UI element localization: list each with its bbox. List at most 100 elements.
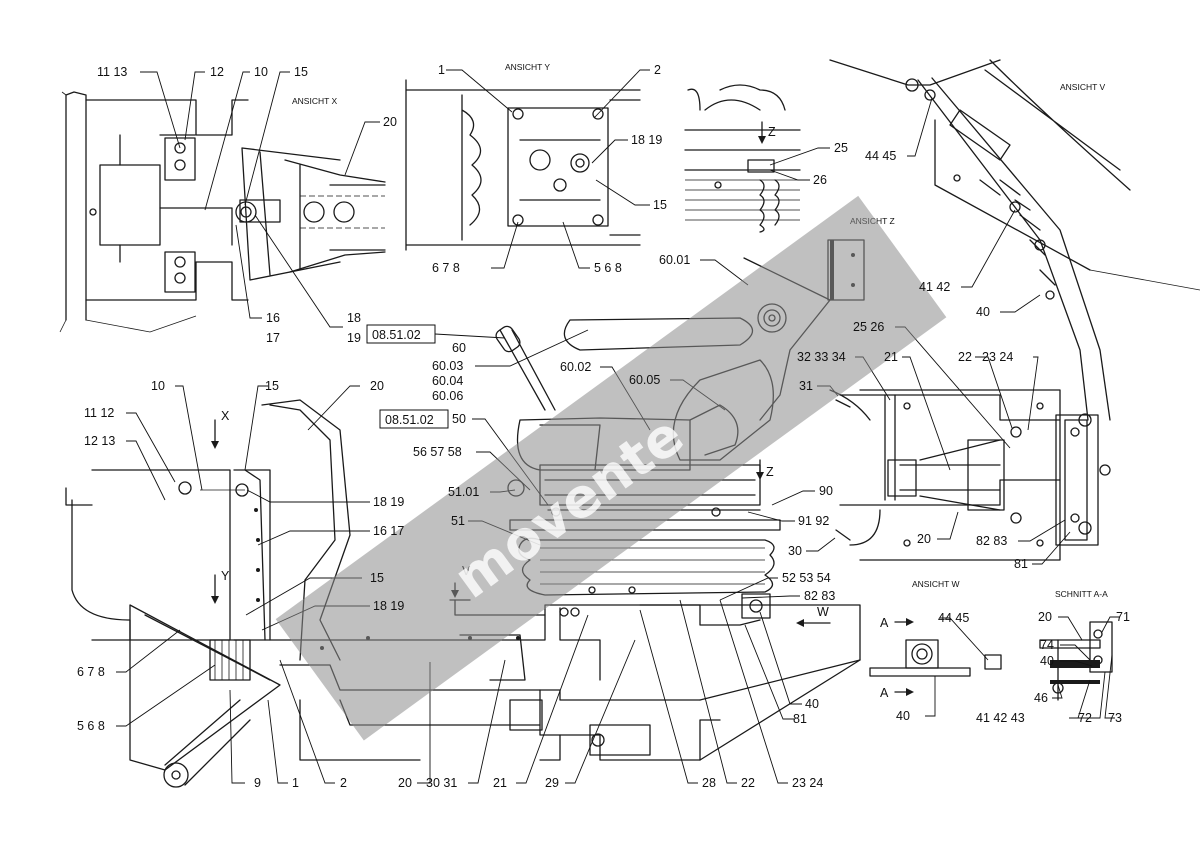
callout-label: 9 bbox=[254, 776, 261, 790]
callout-label: 25 26 bbox=[853, 320, 884, 334]
callout-labels: 11 13 12 10 15 20 16 17 18 19 1 2 18 19 … bbox=[77, 63, 1130, 790]
callout-label: 44 45 bbox=[865, 149, 896, 163]
callout-label: 31 bbox=[799, 379, 813, 393]
callout-label: 18 19 bbox=[373, 495, 404, 509]
callout-label: 40 bbox=[896, 709, 910, 723]
callout-label: 23 24 bbox=[982, 350, 1013, 364]
callout-label: 22 bbox=[958, 350, 972, 364]
section-aa-drawing bbox=[1039, 621, 1113, 701]
view-x-drawing bbox=[59, 91, 386, 333]
view-y-title: ANSICHT Y bbox=[505, 62, 550, 72]
reference-box-2-label[interactable]: 08.51.02 bbox=[385, 413, 434, 427]
callout-label: 82 83 bbox=[804, 589, 835, 603]
callout-label: 20 bbox=[398, 776, 412, 790]
callout-label: 71 bbox=[1116, 610, 1130, 624]
callout-label: 51.01 bbox=[448, 485, 479, 499]
callout-label: 56 57 58 bbox=[413, 445, 462, 459]
w-arrow-label: W bbox=[817, 605, 829, 619]
callout-label: 60.06 bbox=[432, 389, 463, 403]
callout-label: 20 bbox=[917, 532, 931, 546]
callout-label: 40 bbox=[805, 697, 819, 711]
callout-label: 2 bbox=[654, 63, 661, 77]
view-v-drawing bbox=[829, 59, 1200, 421]
callout-label: 29 bbox=[545, 776, 559, 790]
watermark: movente bbox=[275, 195, 947, 741]
callout-label: 30 bbox=[788, 544, 802, 558]
callout-label: 81 bbox=[793, 712, 807, 726]
callout-label: 25 bbox=[834, 141, 848, 155]
callout-label: 22 bbox=[741, 776, 755, 790]
callout-label: 46 bbox=[1034, 691, 1048, 705]
callout-label: 72 bbox=[1078, 711, 1092, 725]
callout-label: 60.01 bbox=[659, 253, 690, 267]
callout-label: 1 bbox=[292, 776, 299, 790]
callout-label: 60.03 bbox=[432, 359, 463, 373]
callout-label: 23 24 bbox=[792, 776, 823, 790]
callout-label: 11 13 bbox=[97, 65, 127, 79]
callout-label: 21 bbox=[884, 350, 898, 364]
callout-label: 6 7 8 bbox=[77, 665, 105, 679]
callout-label: 60.04 bbox=[432, 374, 463, 388]
callout-label: 74 bbox=[1040, 638, 1054, 652]
callout-label: 10 bbox=[254, 65, 268, 79]
callout-label: 20 bbox=[383, 115, 397, 129]
a-top-label: A bbox=[880, 616, 889, 630]
callout-label: 51 bbox=[451, 514, 465, 528]
callout-label: 41 42 43 bbox=[976, 711, 1025, 725]
reference-box-2[interactable]: 08.51.02 bbox=[379, 409, 449, 429]
reference-box-1-label[interactable]: 08.51.02 bbox=[372, 328, 421, 342]
callout-label: 20 bbox=[1038, 610, 1052, 624]
callout-label: 60 bbox=[452, 341, 466, 355]
callout-label: 18 19 bbox=[631, 133, 662, 147]
callout-label: 16 bbox=[266, 311, 280, 325]
callout-label: 73 bbox=[1108, 711, 1122, 725]
callout-label: 41 42 bbox=[919, 280, 950, 294]
callout-label: 40 bbox=[976, 305, 990, 319]
callout-label: 15 bbox=[294, 65, 308, 79]
callout-label: 6 7 8 bbox=[432, 261, 460, 275]
view-y-drawing bbox=[405, 79, 641, 251]
view-v-title: ANSICHT V bbox=[1060, 82, 1106, 92]
callout-label: 18 19 bbox=[373, 599, 404, 613]
reference-box-1[interactable]: 08.51.02 bbox=[366, 324, 436, 344]
callout-label: 5 6 8 bbox=[594, 261, 622, 275]
callout-label: 21 bbox=[493, 776, 507, 790]
view-w-drawing bbox=[869, 639, 1002, 677]
callout-label: 12 bbox=[210, 65, 224, 79]
callout-label: 12 13 bbox=[84, 434, 115, 448]
callout-label: 11 12 bbox=[84, 406, 114, 420]
callout-label: 81 bbox=[1014, 557, 1028, 571]
callout-label: 19 bbox=[347, 331, 361, 345]
callout-label: 5 6 8 bbox=[77, 719, 105, 733]
callout-label: 17 bbox=[266, 331, 280, 345]
callout-label: 20 bbox=[370, 379, 384, 393]
section-aa-title: SCHNITT A-A bbox=[1055, 589, 1108, 599]
view-x-title: ANSICHT X bbox=[292, 96, 338, 106]
callout-label: 91 92 bbox=[798, 514, 829, 528]
z-arrow-label-2: Z bbox=[766, 465, 774, 479]
x-arrow-label: X bbox=[221, 409, 230, 423]
callout-label: 60.02 bbox=[560, 360, 591, 374]
view-w-title: ANSICHT W bbox=[912, 579, 960, 589]
callout-label: 10 bbox=[151, 379, 165, 393]
callout-label: 15 bbox=[265, 379, 279, 393]
callout-label: 50 bbox=[452, 412, 466, 426]
z-arrow-label: Z bbox=[768, 125, 776, 139]
callout-label: 16 17 bbox=[373, 524, 404, 538]
callout-label: 82 83 bbox=[976, 534, 1007, 548]
callout-label: 30 31 bbox=[426, 776, 457, 790]
callout-label: 60.05 bbox=[629, 373, 660, 387]
callout-label: 52 53 54 bbox=[782, 571, 831, 585]
callout-label: 44 45 bbox=[938, 611, 969, 625]
callout-label: 26 bbox=[813, 173, 827, 187]
callout-label: 1 bbox=[438, 63, 445, 77]
callout-label: 90 bbox=[819, 484, 833, 498]
a-bottom-label: A bbox=[880, 686, 889, 700]
y-arrow-label: Y bbox=[221, 569, 230, 583]
callout-label: 28 bbox=[702, 776, 716, 790]
callout-label: 15 bbox=[653, 198, 667, 212]
view-marker-labels: X Y V Z Z W A A bbox=[221, 125, 889, 700]
callout-label: 2 bbox=[340, 776, 347, 790]
callout-label: 32 33 34 bbox=[797, 350, 846, 364]
